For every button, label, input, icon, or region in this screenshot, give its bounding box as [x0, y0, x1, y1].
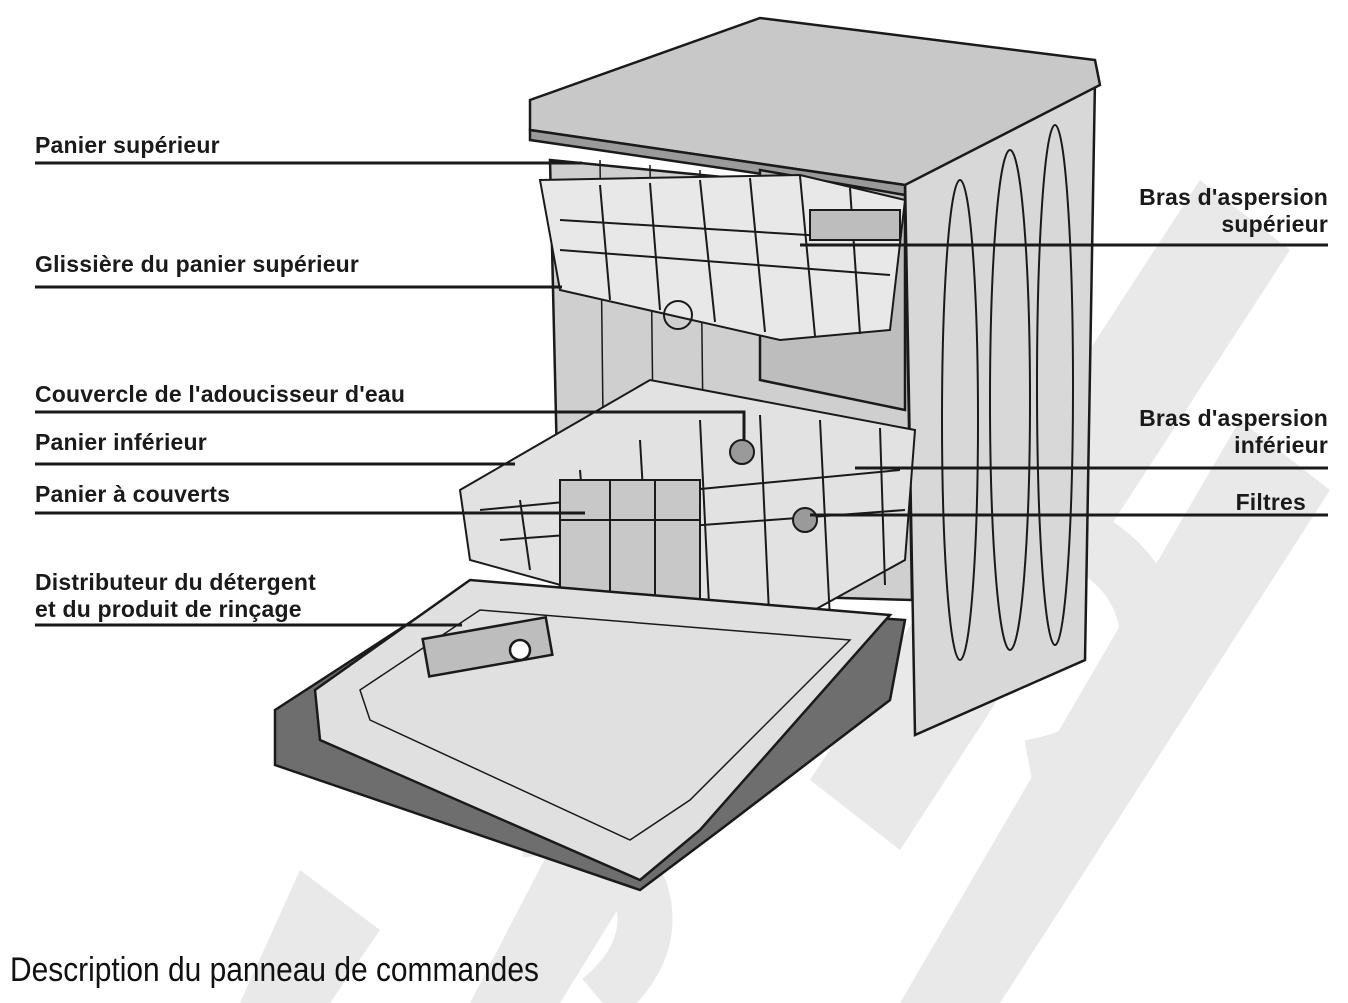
label-distributeur-line1: Distributeur du détergent [35, 569, 317, 595]
label-filtres: Filtres [1235, 489, 1306, 515]
label-glissiere: Glissière du panier supérieur [35, 251, 360, 277]
leader-couvercle [35, 410, 746, 440]
label-panier-couverts: Panier à couverts [35, 481, 231, 507]
label-bras-superieur-line1: Bras d'aspersion [1139, 184, 1328, 210]
label-bras-inferieur-line2: inférieur [1234, 432, 1328, 458]
leader-lines [35, 161, 1328, 627]
section-caption: Description du panneau de commandes [10, 951, 539, 989]
label-panier-superieur: Panier supérieur [35, 132, 220, 158]
label-panier-inferieur: Panier inférieur [35, 429, 207, 455]
label-bras-superieur-line2: supérieur [1221, 211, 1328, 237]
label-distributeur-line2: et du produit de rinçage [35, 596, 302, 622]
upper-basket [538, 173, 907, 342]
label-bras-inferieur-line1: Bras d'aspersion [1139, 405, 1328, 431]
label-couvercle-adoucisseur: Couvercle de l'adoucisseur d'eau [35, 381, 406, 407]
lower-basket [458, 378, 917, 642]
door [273, 578, 907, 892]
